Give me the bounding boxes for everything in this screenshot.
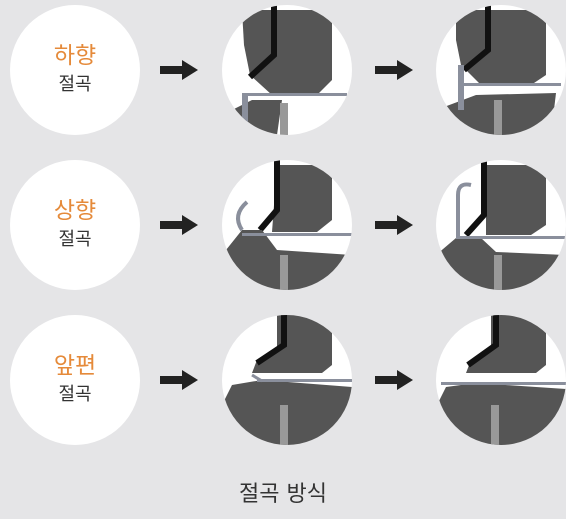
- arrow-right-icon: [160, 60, 198, 80]
- row-upward-bending: 상향 절곡: [0, 160, 566, 290]
- arrow-right-icon: [160, 370, 198, 390]
- row-subtitle: 절곡: [58, 384, 92, 405]
- row-title: 하향: [53, 43, 97, 69]
- figure-caption: 절곡 방식: [239, 482, 327, 507]
- arrow-right-icon: [160, 215, 198, 235]
- row-downward-bending: 하향 절곡: [0, 5, 566, 135]
- arrow-right-icon: [375, 215, 413, 235]
- row-title: 상향: [53, 198, 97, 224]
- row-front-bending: 앞편 절곡: [0, 315, 566, 445]
- bending-stage-2: [436, 5, 566, 135]
- bending-stage-2: [436, 315, 566, 445]
- label-circle: 상향 절곡: [10, 160, 140, 290]
- row-title: 앞편: [53, 353, 97, 379]
- row-subtitle: 절곡: [58, 74, 92, 95]
- bending-stage-1: [222, 5, 352, 135]
- arrow-right-icon: [375, 60, 413, 80]
- row-subtitle: 절곡: [58, 229, 92, 250]
- label-circle: 하향 절곡: [10, 5, 140, 135]
- label-circle: 앞편 절곡: [10, 315, 140, 445]
- arrow-right-icon: [375, 370, 413, 390]
- bending-stage-2: [436, 160, 566, 290]
- bending-stage-1: [222, 315, 352, 445]
- bending-stage-1: [222, 160, 352, 290]
